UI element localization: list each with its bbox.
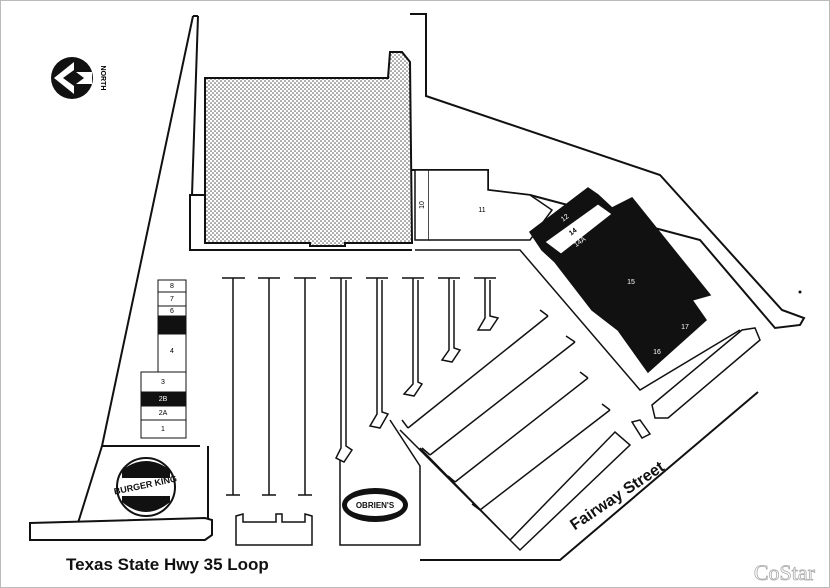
unit-15-label: 15 bbox=[627, 279, 635, 286]
parking-rows-west bbox=[222, 277, 500, 496]
unit-12-label: 12 bbox=[560, 213, 570, 223]
restaurant-oval-logo: OBRIEN'S bbox=[342, 488, 408, 522]
burger-king-logo: BURGER KING bbox=[113, 457, 178, 517]
unit-4-label: 4 bbox=[170, 348, 174, 355]
unit-2b-label: 2B bbox=[159, 396, 168, 403]
restaurant-logo-text: OBRIEN'S bbox=[356, 501, 395, 510]
north-arrow-icon: NORTH bbox=[51, 57, 106, 99]
south-road-edge bbox=[29, 516, 213, 541]
unit-7-label: 7 bbox=[170, 296, 174, 303]
east-front-lane bbox=[415, 249, 741, 391]
unit-1-label: 1 bbox=[161, 426, 165, 433]
building-10-11 bbox=[414, 169, 554, 241]
unit-3-label: 3 bbox=[161, 379, 165, 386]
unit-16-label: 16 bbox=[653, 349, 661, 356]
costar-watermark: CoStar bbox=[754, 560, 816, 585]
unit-8-label: 8 bbox=[170, 283, 174, 290]
north-label: NORTH bbox=[99, 66, 106, 91]
unit-6-label: 6 bbox=[170, 308, 174, 315]
south-curb-island bbox=[235, 513, 313, 546]
unit-2a-label: 2A bbox=[159, 410, 168, 417]
map-dot bbox=[798, 290, 802, 294]
unit-17-label: 17 bbox=[681, 324, 689, 331]
unit-14-label: 14 bbox=[568, 227, 578, 237]
small-island bbox=[630, 419, 652, 439]
east-median bbox=[651, 327, 761, 419]
unit-11-label: 11 bbox=[478, 207, 485, 214]
anchor-building bbox=[204, 51, 414, 247]
parking-rows-diagonal bbox=[339, 309, 632, 552]
fairway-curb bbox=[420, 391, 759, 561]
east-road-label: Fairway Street bbox=[567, 458, 668, 534]
east-retail-building bbox=[528, 187, 712, 374]
unit-10-label: 10 bbox=[419, 201, 426, 209]
west-strip-building bbox=[140, 279, 187, 439]
south-road-label: Texas State Hwy 35 Loop bbox=[66, 555, 269, 574]
anchor-sidewalk bbox=[189, 194, 412, 251]
